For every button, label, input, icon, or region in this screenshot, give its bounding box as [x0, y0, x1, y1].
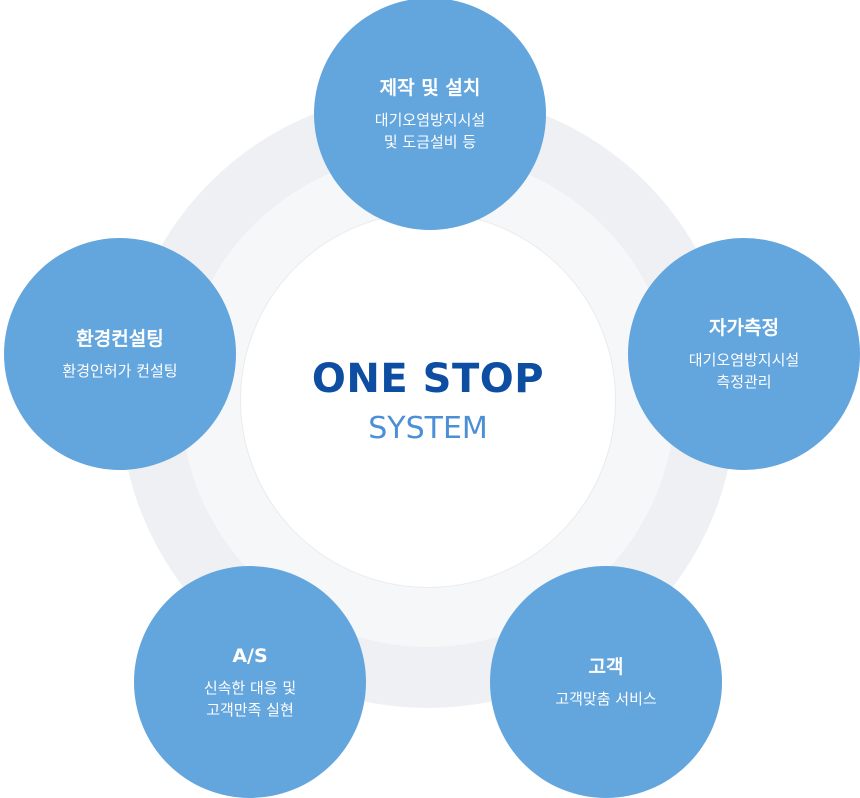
node-environmental-consulting: 환경컨설팅 환경인허가 컨설팅 [4, 238, 236, 470]
node-title: 제작 및 설치 [379, 77, 481, 99]
node-desc-line: 신속한 대응 및 [203, 679, 297, 697]
center-title: ONE STOP [311, 356, 545, 402]
node-desc-line: 및 도금설비 등 [383, 133, 477, 151]
node-desc-line: 고객만족 실현 [206, 701, 294, 719]
node-after-service: A/S 신속한 대응 및 고객만족 실현 [134, 566, 366, 798]
inner-circle [240, 212, 616, 588]
node-title: 환경컨설팅 [76, 328, 164, 350]
node-desc-line: 측정관리 [716, 373, 772, 391]
node-desc-line: 대기오염방지시설 [374, 111, 486, 129]
node-self-measurement: 자가측정 대기오염방지시설 측정관리 [628, 238, 860, 470]
node-title: A/S [232, 645, 268, 667]
node-title: 고객 [588, 656, 624, 678]
node-customer: 고객 고객맞춤 서비스 [490, 566, 722, 798]
node-desc-line: 대기오염방지시설 [688, 351, 800, 369]
node-title: 자가측정 [709, 317, 779, 339]
node-production-installation: 제작 및 설치 대기오염방지시설 및 도금설비 등 [314, 0, 546, 230]
node-desc-line: 환경인허가 컨설팅 [62, 362, 178, 380]
center-label: ONE STOP SYSTEM [240, 355, 616, 447]
node-desc-line: 고객맞춤 서비스 [555, 690, 657, 708]
center-subtitle: SYSTEM [368, 411, 488, 446]
